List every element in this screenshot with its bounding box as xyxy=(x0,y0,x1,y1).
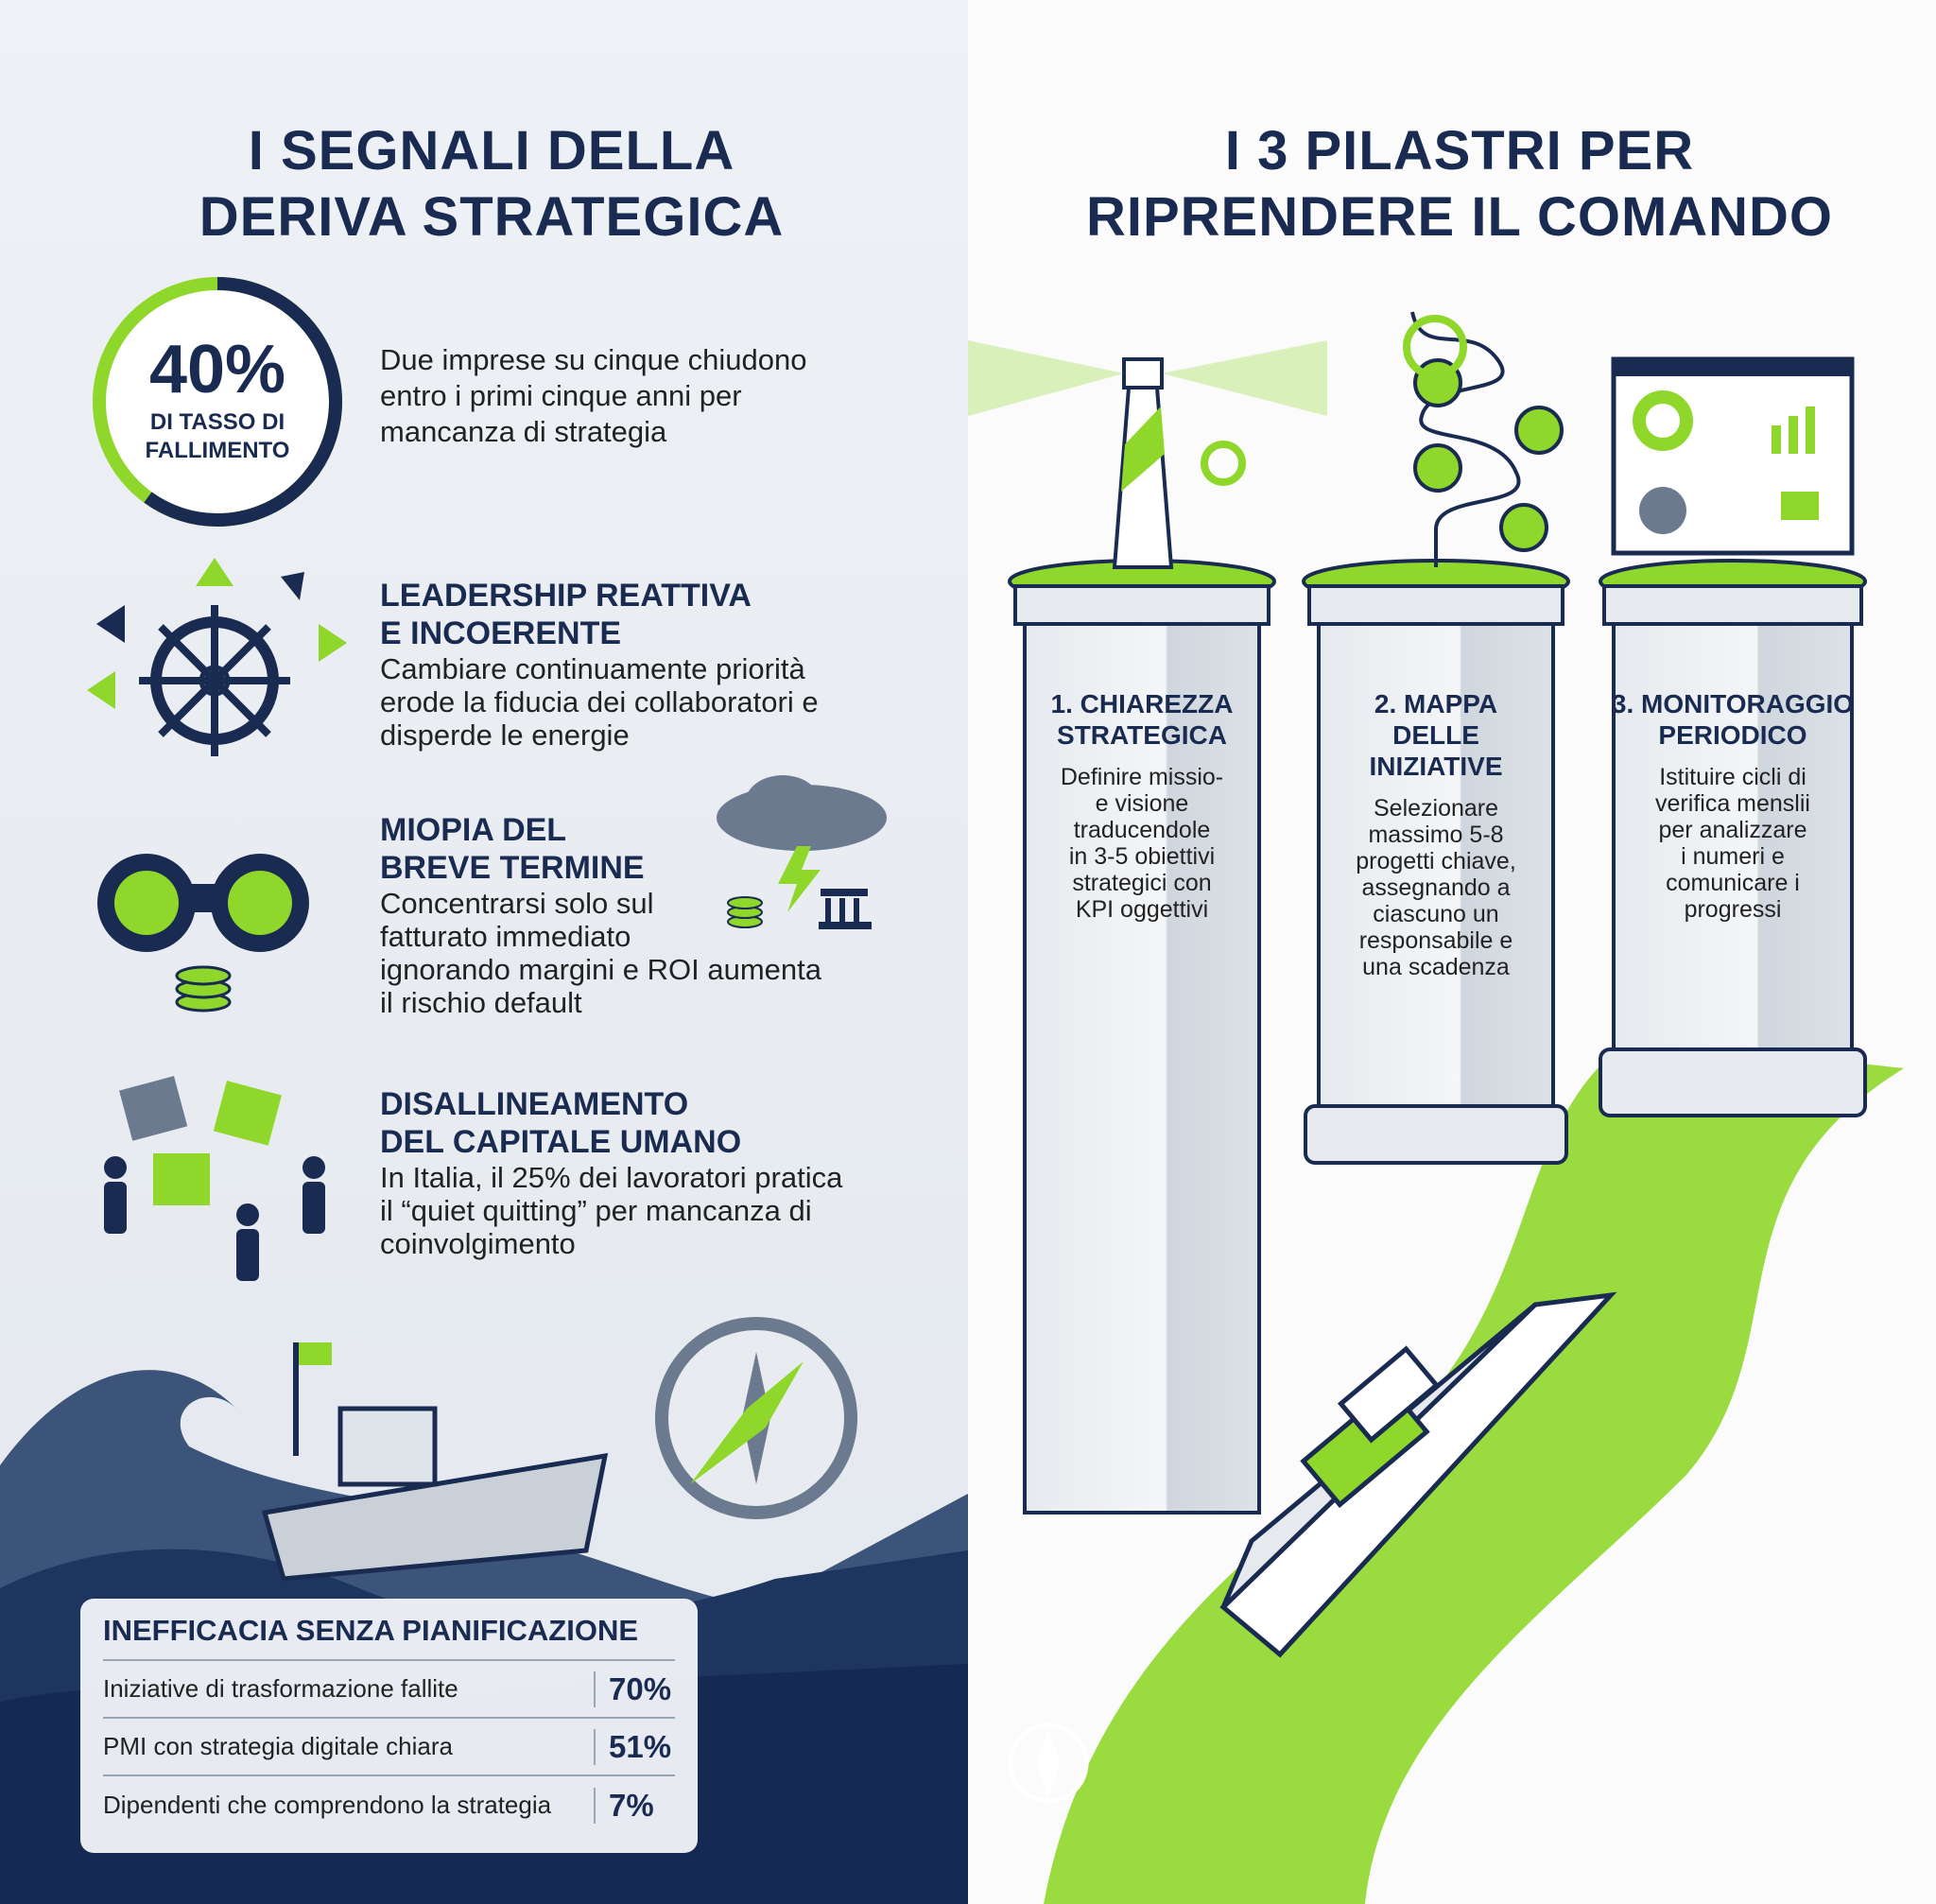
table-row: PMI con strategia digitale chiara 51% xyxy=(103,1719,675,1776)
heading-line: 2. MAPPA xyxy=(1374,689,1498,718)
right-panel: I 3 PILASTRI PER RIPRENDERE IL COMANDO 1… xyxy=(968,0,1936,1904)
boat-icon xyxy=(1219,1291,1617,1658)
text-line: comunicare i xyxy=(1666,870,1800,896)
ineffectiveness-table: INEFFICACIA SENZA PIANIFICAZIONE Iniziat… xyxy=(80,1599,698,1853)
text-line: responsabile e xyxy=(1358,927,1513,954)
text-line: KPI oggettivi xyxy=(1075,896,1209,923)
river-and-pillars-illustration xyxy=(968,311,1904,1904)
ship-wheel-arrows-icon xyxy=(87,558,347,756)
text-line: Cambiare continuamente priorità xyxy=(380,652,805,685)
text-line: in 3-5 obiettivi xyxy=(1068,843,1216,870)
heading-line: PERIODICO xyxy=(1658,720,1807,750)
heading-line: 3. MONITORAGGIO xyxy=(1611,689,1855,718)
storm-cloud-icon xyxy=(717,775,887,929)
text-line: i numeri e xyxy=(1681,843,1785,870)
left-title: I SEGNALI DELLA DERIVA STRATEGICA xyxy=(85,118,898,251)
row-label: Dipendenti che comprendono la strategia xyxy=(103,1791,552,1819)
dashboard-icon xyxy=(1611,356,1855,556)
heading-line: DISALLINEAMENTO xyxy=(380,1086,689,1122)
row-label: PMI con strategia digitale chiara xyxy=(103,1732,453,1760)
text-line: Definire missio- xyxy=(1060,764,1224,790)
text-line: progressi xyxy=(1684,896,1782,923)
text-line: ignorando margini e ROI aumenta xyxy=(380,953,821,986)
table-title: INEFFICACIA SENZA PIANIFICAZIONE xyxy=(103,1614,675,1661)
text-line: Concentrarsi solo sul xyxy=(380,887,654,920)
text-line: traducendole xyxy=(1073,817,1211,843)
heading-line: INIZIATIVE xyxy=(1369,752,1503,781)
text-line: strategici con xyxy=(1072,870,1212,896)
heading-line: LEADERSHIP REATTIVA xyxy=(380,578,752,614)
failure-rate-ring xyxy=(93,277,342,527)
compass-icon xyxy=(1008,1722,1089,1804)
title-line: RIPRENDERE IL COMANDO xyxy=(1085,186,1834,248)
text-line: erode la fiducia dei collaboratori e xyxy=(380,685,819,718)
text-line: Istituire cicli di xyxy=(1659,764,1806,790)
text-line: una scadenza xyxy=(1362,954,1510,980)
binoculars-icon xyxy=(97,854,309,1013)
text-line: coinvolgimento xyxy=(380,1227,576,1260)
lighthouse-icon xyxy=(968,340,1327,569)
text-line: entro i primi cinque anni per xyxy=(380,379,742,412)
left-panel: I SEGNALI DELLA DERIVA STRATEGICA 40% DI… xyxy=(0,0,968,1904)
stat-label: DI TASSO DI FALLIMENTO xyxy=(85,408,350,465)
heading-line: DELLE xyxy=(1392,720,1479,750)
table-row: Iniziative di trasformazione fallite 70% xyxy=(103,1661,675,1719)
heading-line: DEL CAPITALE UMANO xyxy=(380,1124,742,1160)
text-line: verifica menslii xyxy=(1655,790,1810,817)
row-label: Iniziative di trasformazione fallite xyxy=(103,1674,458,1703)
row-value: 51% xyxy=(594,1728,675,1765)
heading-line: BREVE TERMINE xyxy=(380,850,645,886)
row-value: 7% xyxy=(594,1787,675,1824)
puzzle-people-icon xyxy=(104,1076,325,1281)
text-line: disperde le energie xyxy=(380,718,630,752)
text-line: In Italia, il 25% dei lavoratori pratica xyxy=(380,1161,843,1194)
title-line: I SEGNALI DELLA xyxy=(248,120,735,182)
text-line: ciascuno un xyxy=(1373,901,1499,927)
title-line: DERIVA STRATEGICA xyxy=(199,186,785,248)
heading-line: 1. CHIAREZZA xyxy=(1050,689,1234,718)
stat-value: 40% xyxy=(148,332,286,407)
text-line: mancanza di strategia xyxy=(380,415,667,448)
text-line: per analizzare xyxy=(1658,817,1807,843)
table-row: Dipendenti che comprendono la strategia 7… xyxy=(103,1776,675,1834)
text-line: il rischio default xyxy=(380,986,582,1019)
text-line: e visione xyxy=(1095,790,1189,817)
initiative-map-icon xyxy=(1403,311,1564,567)
text-line: progetti chiave, xyxy=(1356,848,1516,874)
text-line: assegnando a xyxy=(1361,874,1511,901)
signal-text: In Italia, il 25% dei lavoratori pratica… xyxy=(380,1161,947,1260)
heading-line: E INCOERENTE xyxy=(380,615,622,651)
heading-line: STRATEGICA xyxy=(1057,720,1227,750)
row-value: 70% xyxy=(594,1670,675,1707)
stat-description: Due imprese su cinque chiudono entro i p… xyxy=(380,342,947,450)
stat-label-line: DI TASSO DI xyxy=(149,409,285,435)
text-line: fatturato immediato xyxy=(380,920,631,953)
title-line: I 3 PILASTRI PER xyxy=(1224,120,1695,182)
right-title: I 3 PILASTRI PER RIPRENDERE IL COMANDO xyxy=(987,118,1932,251)
text-line: Due imprese su cinque chiudono xyxy=(380,343,807,376)
heading-line: MIOPIA DEL xyxy=(380,812,567,848)
text-line: massimo 5-8 xyxy=(1368,822,1504,848)
stat-label-line: FALLIMENTO xyxy=(145,438,290,463)
text-line: Selezionare xyxy=(1373,795,1499,822)
text-line: il “quiet quitting” per mancanza di xyxy=(380,1194,812,1227)
